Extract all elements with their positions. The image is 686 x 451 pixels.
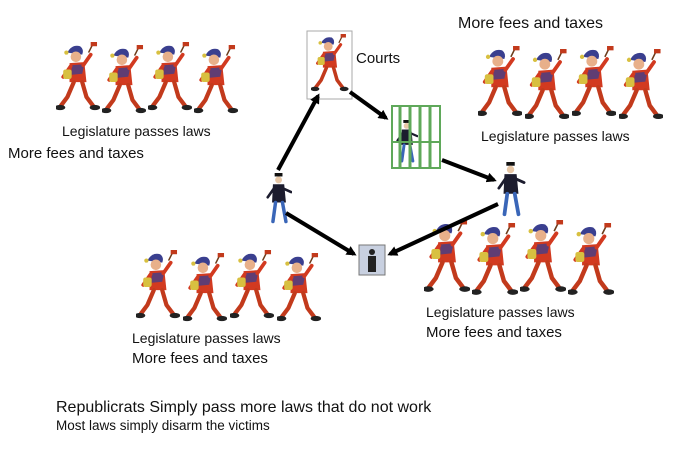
arrow-courts-to-jail bbox=[348, 90, 389, 120]
legislator-figure bbox=[229, 250, 274, 318]
legislator-figure bbox=[276, 253, 321, 321]
arrow-citizen-to-courts bbox=[276, 93, 320, 171]
citizen-figure-right bbox=[496, 162, 526, 217]
legislator-figure bbox=[193, 45, 238, 113]
legislator-figure bbox=[101, 45, 146, 113]
bottom-left-laws-label: Legislature passes laws bbox=[132, 330, 281, 346]
legislator-figure bbox=[470, 223, 518, 295]
legislator-figure bbox=[55, 42, 100, 110]
legislators-group-top-right bbox=[476, 46, 664, 119]
top-right-fees-label: More fees and taxes bbox=[458, 15, 603, 32]
legislators-group-bottom-left bbox=[135, 250, 321, 321]
courts-label: Courts bbox=[356, 50, 401, 67]
legislator-figure bbox=[570, 46, 617, 116]
bottom-left-fees-label: More fees and taxes bbox=[132, 350, 268, 367]
arrow-citizen-to-victim bbox=[387, 202, 499, 256]
legislator-figure bbox=[518, 220, 566, 292]
legislator-figure bbox=[422, 220, 470, 292]
arrow-citizen-left-to-victim bbox=[284, 211, 357, 256]
legislator-figure bbox=[617, 49, 664, 119]
legislator-figure bbox=[476, 46, 523, 116]
caption-line-1: Republicrats Simply pass more laws that … bbox=[56, 399, 432, 416]
jail-figure bbox=[391, 105, 441, 169]
top-left-fees-label: More fees and taxes bbox=[8, 145, 144, 162]
top-right-laws-label: Legislature passes laws bbox=[481, 128, 630, 144]
legislators-group-bottom-right bbox=[422, 220, 614, 295]
caption-line-2: Most laws simply disarm the victims bbox=[56, 418, 270, 433]
legislator-figure bbox=[523, 49, 570, 119]
legislator-figure bbox=[135, 250, 180, 318]
legislator-figure bbox=[566, 223, 614, 295]
legislator-figure bbox=[182, 253, 227, 321]
courts-figure bbox=[306, 30, 353, 100]
bottom-right-laws-label: Legislature passes laws bbox=[426, 304, 575, 320]
victim-figure bbox=[358, 244, 386, 276]
top-left-laws-label: Legislature passes laws bbox=[62, 123, 211, 139]
legislators-group-top-left bbox=[55, 42, 238, 113]
legislator-figure bbox=[147, 42, 192, 110]
bottom-right-fees-label: More fees and taxes bbox=[426, 324, 562, 341]
arrow-jail-to-citizen bbox=[441, 158, 497, 183]
